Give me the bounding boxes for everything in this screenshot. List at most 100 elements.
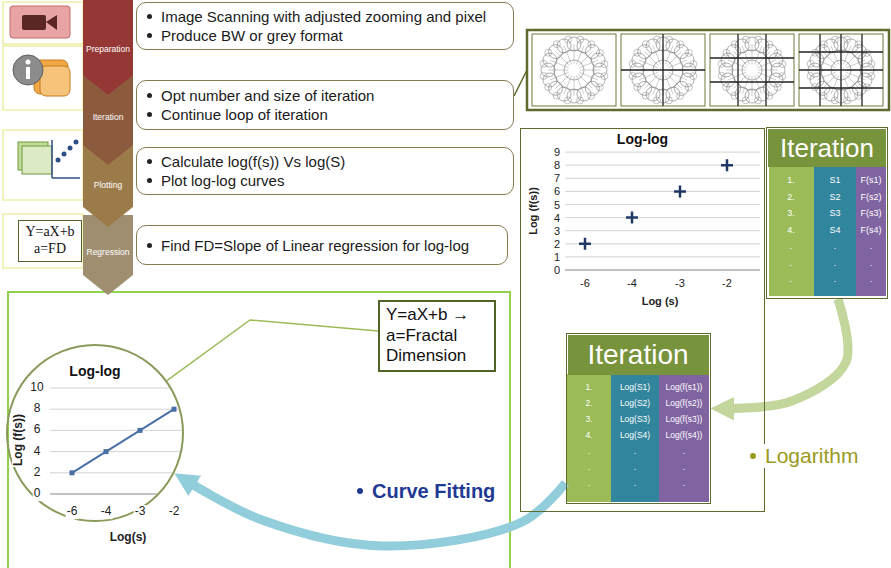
axis-tick: 6 bbox=[554, 185, 560, 198]
table-cell: . bbox=[870, 257, 873, 267]
table-cell: . bbox=[683, 479, 685, 489]
fractal-images bbox=[532, 34, 883, 106]
scatter-chart bbox=[565, 152, 760, 270]
bullet-dot bbox=[357, 488, 363, 494]
table-cell: S2 bbox=[829, 191, 840, 201]
table-cell: Log(f(s2)) bbox=[666, 399, 703, 409]
leader-line bbox=[514, 70, 527, 96]
info-icon bbox=[13, 55, 70, 96]
formula-text: Y=aX+b a=FD bbox=[25, 224, 75, 258]
bullet-item: Calculate log(f(s)) Vs log(S) bbox=[147, 152, 503, 171]
axis-title: Log (f(s)) bbox=[12, 413, 26, 467]
bullet-text: Calculate log(f(s)) Vs log(S) bbox=[161, 152, 345, 171]
icon-cell bbox=[3, 214, 83, 268]
result-panel bbox=[8, 292, 510, 568]
table-cell: 3. bbox=[585, 415, 592, 425]
table-header: Iteration bbox=[768, 129, 886, 167]
bullet-text: Plot log-log curves bbox=[161, 171, 284, 190]
formula-box: Y=aX+b → a=Fractal Dimension bbox=[378, 300, 496, 372]
table-cell: . bbox=[588, 479, 590, 489]
axis-tick: 8 bbox=[554, 159, 560, 172]
table-cell: . bbox=[834, 274, 837, 284]
table-cell: 1. bbox=[585, 383, 592, 393]
axis-tick: 0 bbox=[554, 264, 560, 277]
flow-arrow bbox=[722, 299, 848, 409]
table-cell: . bbox=[588, 463, 590, 473]
axis-tick: 4 bbox=[554, 211, 560, 224]
bullet-item: Continue loop of iteration bbox=[147, 105, 503, 124]
table-cell: . bbox=[790, 257, 793, 267]
axis-tick: -2 bbox=[168, 505, 181, 519]
table-cell: . bbox=[790, 274, 793, 284]
table-cell: 1. bbox=[787, 175, 795, 185]
table-cell: S1 bbox=[829, 175, 840, 185]
axis-tick: 5 bbox=[554, 198, 560, 211]
camera-icon bbox=[10, 6, 70, 38]
process-box: Find FD=Slope of Linear regression for l… bbox=[136, 225, 508, 265]
table-cell: Log(S1) bbox=[620, 383, 650, 393]
table-cell: F(s4) bbox=[861, 224, 882, 234]
bullet-text: Produce BW or grey format bbox=[161, 26, 343, 45]
bullet-item: Plot log-log curves bbox=[147, 171, 503, 190]
axis-tick: 6 bbox=[33, 423, 42, 437]
bullet-item: Opt number and size of iteration bbox=[147, 86, 503, 105]
bullet-item: Produce BW or grey format bbox=[147, 26, 503, 45]
bullet-dot bbox=[750, 453, 756, 459]
table-cell: F(s2) bbox=[861, 191, 882, 201]
bullet-dot bbox=[147, 14, 152, 19]
table-cell: 2. bbox=[787, 191, 795, 201]
iteration-table: Iteration bbox=[766, 127, 888, 299]
axis-tick: 9 bbox=[554, 146, 560, 159]
bullet-dot bbox=[147, 93, 152, 98]
bullet-dot bbox=[147, 112, 152, 117]
table-cell: S4 bbox=[829, 224, 840, 234]
step-label: Plotting bbox=[83, 180, 133, 190]
chart-title: Log-log bbox=[6, 344, 184, 379]
step-chevron: Preparation bbox=[83, 0, 133, 95]
table-cell: . bbox=[870, 274, 873, 284]
table-cell: . bbox=[870, 241, 873, 251]
bullet-item: Find FD=Slope of Linear regression for l… bbox=[147, 236, 497, 255]
table-cell: . bbox=[634, 463, 636, 473]
image-strip-frame bbox=[527, 30, 889, 110]
table-cell: . bbox=[834, 257, 837, 267]
table-cell: . bbox=[588, 447, 590, 457]
table-cell: S3 bbox=[829, 208, 840, 218]
step-chevron: Regression bbox=[83, 215, 133, 295]
bullet-text: Opt number and size of iteration bbox=[161, 86, 374, 105]
axis-tick: -6 bbox=[580, 277, 590, 290]
table-cell: . bbox=[634, 479, 636, 489]
chart-title: Log-log bbox=[521, 131, 764, 147]
table-cell: . bbox=[683, 463, 685, 473]
axis-tick: 2 bbox=[554, 237, 560, 250]
iteration-table: Iteration bbox=[566, 333, 711, 504]
table-cell: 4. bbox=[585, 431, 592, 441]
table-cell: . bbox=[683, 447, 685, 457]
bullet-text: Continue loop of iteration bbox=[161, 105, 328, 124]
axis-tick: -4 bbox=[100, 505, 113, 519]
icon-cell bbox=[3, 2, 83, 44]
chart-circle: Log-log bbox=[6, 344, 184, 522]
axis-tick: 2 bbox=[33, 466, 42, 480]
bullet-dot bbox=[147, 159, 152, 164]
table-cell: . bbox=[834, 241, 837, 251]
table-cell: Log(S3) bbox=[620, 415, 650, 425]
icon-cell bbox=[3, 130, 83, 200]
table-cell: Log(f(s1)) bbox=[666, 383, 703, 393]
axis-title: Log (s) bbox=[642, 295, 679, 308]
axis-tick: 3 bbox=[554, 224, 560, 237]
leader-line bbox=[167, 320, 378, 381]
step-label: Preparation bbox=[83, 44, 133, 54]
axis-title: Log (f(s)) bbox=[527, 187, 540, 235]
formula-text: Y=aX+b → a=Fractal Dimension bbox=[386, 305, 488, 366]
table-header: Iteration bbox=[568, 335, 709, 375]
bullet-dot bbox=[147, 243, 152, 248]
step-label: Iteration bbox=[83, 112, 133, 122]
table-cell: Log(S4) bbox=[620, 431, 650, 441]
table-cell: Log(f(s4)) bbox=[666, 431, 703, 441]
process-box: Opt number and size of iterationContinue… bbox=[136, 80, 514, 130]
axis-tick: -4 bbox=[627, 277, 637, 290]
icon-cell bbox=[3, 46, 83, 110]
axis-tick: 1 bbox=[554, 251, 560, 264]
table-cell: 2. bbox=[585, 399, 592, 409]
